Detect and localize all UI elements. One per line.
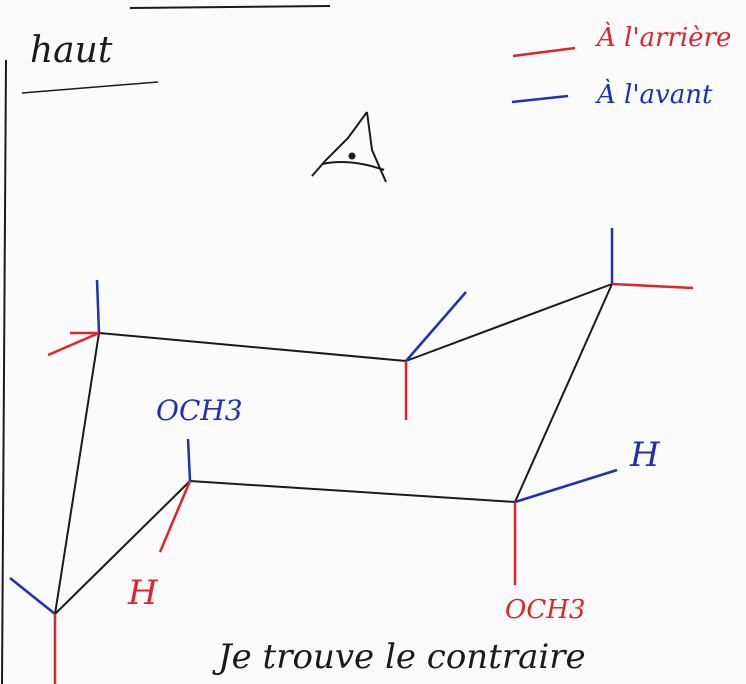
legend-behind-label: À l'arrière	[595, 21, 731, 53]
legend-behind-swatch	[512, 46, 576, 58]
footer-note: Je trouve le contraire	[212, 637, 586, 677]
och3-bottom-label: OCH3	[505, 595, 585, 625]
h-right-label: H	[629, 435, 661, 475]
c2-front-bond	[405, 291, 467, 362]
c4-front-bond	[514, 468, 618, 504]
page-top-rule	[129, 5, 331, 9]
c5-behind-bond	[158, 480, 192, 553]
h-left-label: H	[127, 573, 159, 613]
legend-front-label: À l'avant	[595, 78, 713, 110]
page-left-edge	[1, 59, 7, 684]
substituent-bonds	[9, 228, 694, 684]
c1-front-bond	[95, 279, 101, 334]
view-label-underline	[21, 81, 159, 94]
c3-behind-bond	[611, 282, 694, 290]
legend-front-swatch	[511, 94, 569, 104]
eye-icon	[311, 111, 387, 183]
view-label: haut	[30, 30, 113, 71]
legend: À l'arrière À l'avant	[511, 21, 731, 110]
ring-bonds	[54, 283, 613, 615]
c1-behind-bond	[47, 331, 100, 357]
c6-front-bond	[9, 577, 56, 615]
c5-front-bond	[186, 438, 192, 482]
och3-top-label: OCH3	[156, 394, 243, 427]
